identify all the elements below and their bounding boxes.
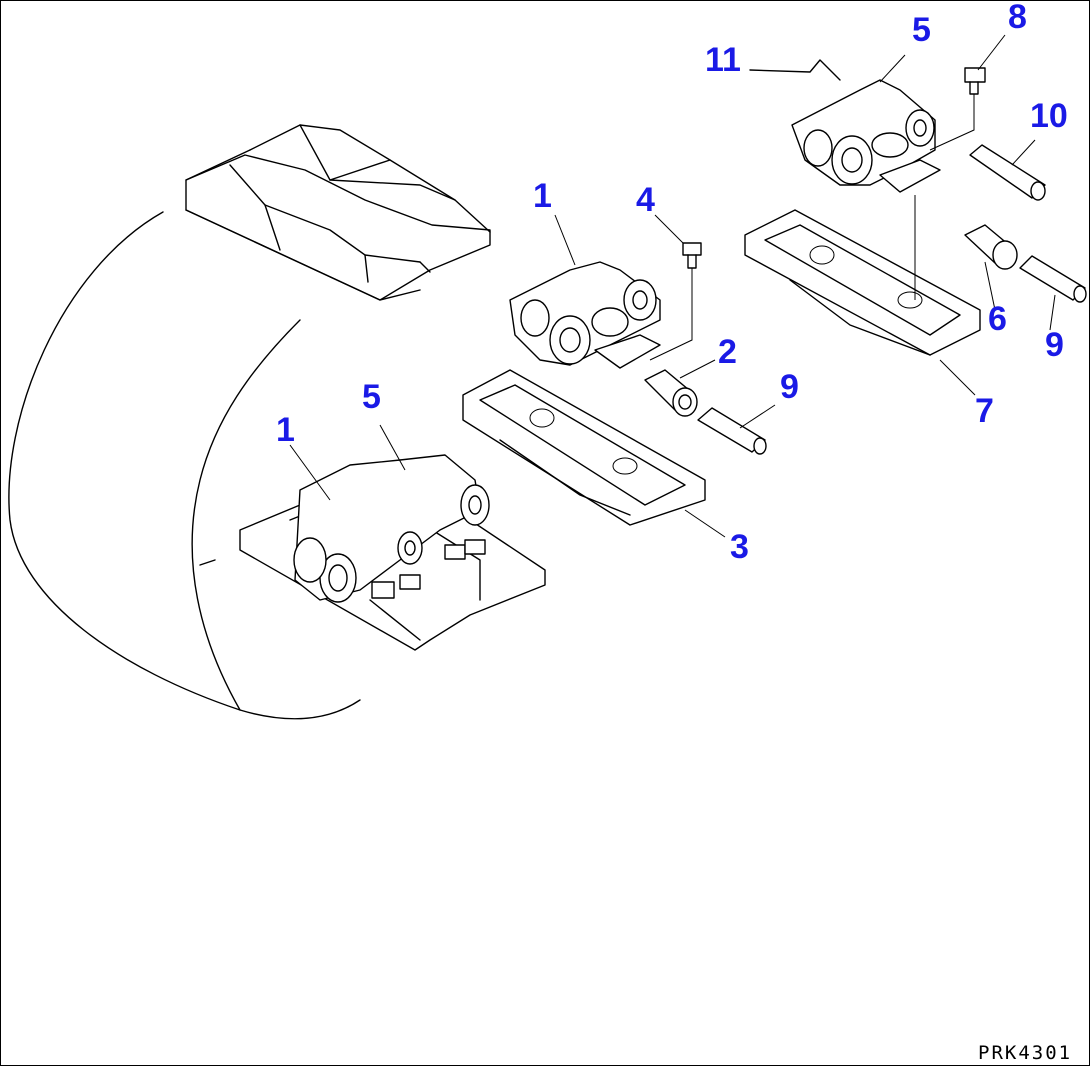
bolt-4: [649, 242, 702, 361]
callout-2: 2: [718, 333, 737, 371]
shoe-plate-7: [744, 195, 981, 356]
pin-10: [969, 144, 1046, 201]
pin-9-center: [697, 407, 767, 455]
grouser-shoes-top: [185, 124, 491, 301]
callout-6: 6: [988, 300, 1007, 338]
bushing-6: [964, 224, 1018, 270]
callout-1-lower: 1: [276, 411, 295, 449]
shoe-plate-3: [462, 369, 706, 526]
callout-7: 7: [975, 392, 994, 430]
track-loop: [8, 211, 361, 720]
callout-1-center: 1: [533, 177, 552, 215]
leader-lines: [289, 34, 1056, 538]
callout-11: 11: [705, 41, 741, 79]
callout-9-center: 9: [780, 368, 799, 406]
track-link-assembly-lower: [239, 454, 546, 651]
callout-8: 8: [1008, 0, 1027, 36]
callout-4: 4: [636, 181, 655, 219]
callout-10: 10: [1030, 97, 1068, 135]
callout-9-right: 9: [1045, 326, 1064, 364]
drawing-code: PRK4301: [978, 1042, 1072, 1064]
pin-9-right: [1019, 255, 1087, 303]
bushing-2: [644, 369, 698, 417]
callout-5-lower: 5: [362, 378, 381, 416]
master-link-assembly: [749, 59, 941, 193]
track-link-upper-center: [509, 261, 661, 369]
callout-5-top: 5: [912, 11, 931, 49]
callout-3: 3: [730, 528, 749, 566]
callout-labels: 11 5 8 10 1 4 6 9 2 9 7 5 1 3: [276, 0, 1068, 566]
bolt-8: [929, 67, 986, 151]
